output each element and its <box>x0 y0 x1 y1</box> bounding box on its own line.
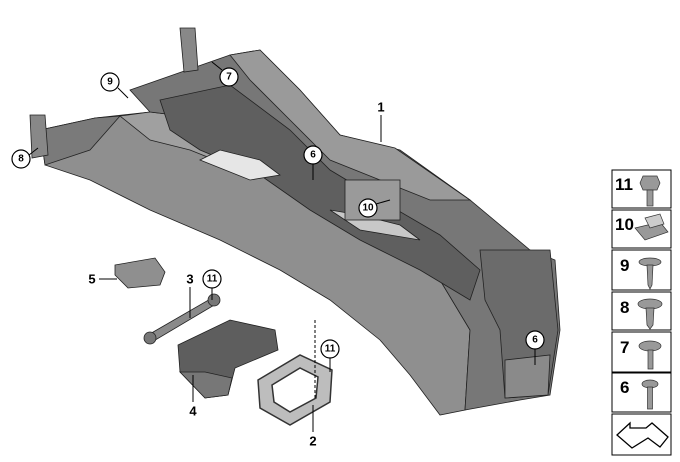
callout-4: 4 <box>189 404 197 419</box>
rod-part-3[interactable] <box>143 293 221 345</box>
callout-8: 8 <box>18 154 24 165</box>
hex-bolt-icon <box>639 175 661 207</box>
cover-part-5[interactable] <box>114 257 166 289</box>
parts-legend: 11 10 9 8 7 6 <box>611 169 672 456</box>
hex-bolt-washer-icon <box>641 379 659 410</box>
callout-1: 1 <box>377 100 384 115</box>
frame-part-2[interactable] <box>257 354 333 426</box>
clip-nut-icon <box>634 213 669 241</box>
leader-lines <box>28 61 536 432</box>
direction-arrow-icon <box>616 421 669 449</box>
washer-screw-icon <box>638 257 662 290</box>
washer-screw-icon <box>637 298 663 330</box>
callout-9: 9 <box>107 77 113 88</box>
callout-2: 2 <box>309 434 316 449</box>
callout-5: 5 <box>88 272 95 287</box>
legend-label-7: 7 <box>620 338 629 357</box>
legend-label-8: 8 <box>620 298 629 317</box>
washer-bolt-icon <box>638 340 662 370</box>
callout-11b: 11 <box>325 344 336 355</box>
callout-6a: 6 <box>310 150 316 161</box>
center-console-part[interactable] <box>29 27 561 416</box>
callout-11a: 11 <box>207 274 218 285</box>
legend-label-10: 10 <box>615 215 634 234</box>
callout-6b: 6 <box>532 335 538 346</box>
legend-label-9: 9 <box>620 256 629 275</box>
callout-10: 10 <box>362 203 374 214</box>
legend-label-11: 11 <box>615 175 633 194</box>
legend-label-6: 6 <box>620 378 629 397</box>
callout-3: 3 <box>186 272 193 287</box>
callout-7: 7 <box>226 72 232 83</box>
